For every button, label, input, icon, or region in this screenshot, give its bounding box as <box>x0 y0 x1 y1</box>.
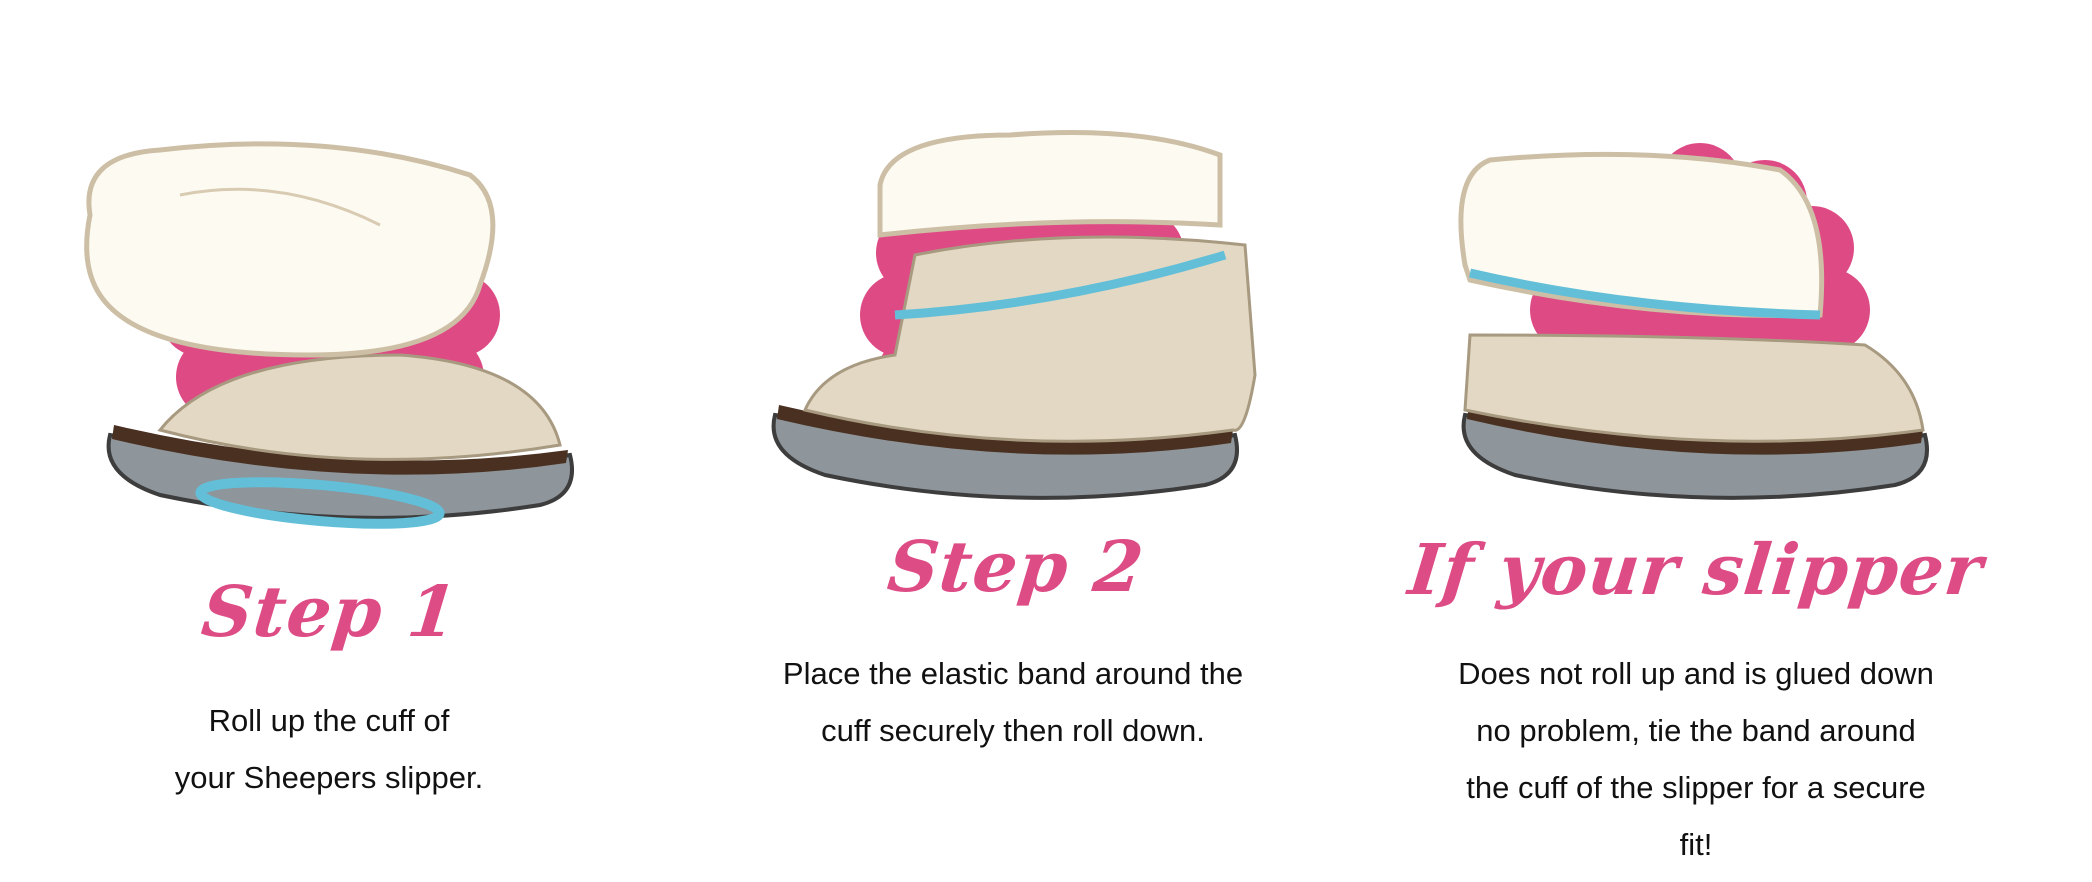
description-line: your Sheepers slipper. <box>174 760 484 795</box>
slipper-cuff-rolled-up-with-band-icon <box>84 141 575 529</box>
step-3-illustration <box>1450 115 1940 505</box>
description-line: cuff securely then roll down. <box>821 713 1205 748</box>
step-1-description: Roll up the cuff of your Sheepers slippe… <box>175 692 483 806</box>
description-line: Does not roll up and is glued down <box>1458 656 1934 691</box>
slipper-band-around-cuff-icon <box>771 130 1257 500</box>
step-1-heading: Step 1 <box>197 570 463 653</box>
description-line: Place the elastic band around the <box>782 656 1244 691</box>
step-1-illustration <box>80 115 580 545</box>
slipper-band-tied-on-cuff-icon <box>1458 143 1929 500</box>
step-3-heading: If your slipper <box>1404 528 1988 611</box>
step-2-heading: Step 2 <box>883 525 1149 608</box>
description-line: the cuff of the slipper for a secure <box>1466 770 1926 805</box>
step-2-description: Place the elastic band around the cuff s… <box>783 645 1243 759</box>
step-2-illustration <box>760 115 1270 505</box>
description-line: fit! <box>1679 827 1713 862</box>
description-line: Roll up the cuff of <box>208 703 450 738</box>
step-3-description: Does not roll up and is glued down no pr… <box>1458 645 1934 873</box>
description-line: no problem, tie the band around <box>1476 713 1916 748</box>
